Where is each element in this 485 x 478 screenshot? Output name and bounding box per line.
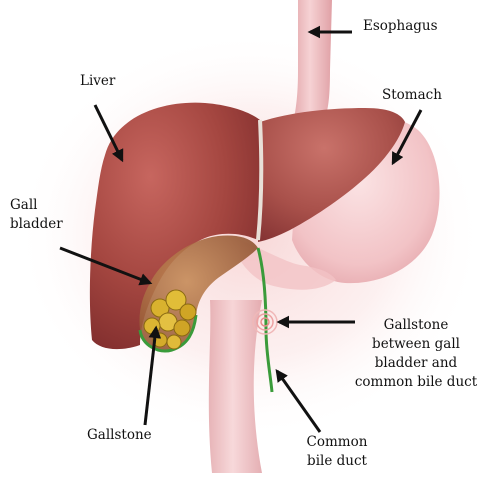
gallstone-between-label: Gallstone between gall bladder and commo… xyxy=(352,316,480,392)
common-bile-duct-line1: Common xyxy=(297,433,377,452)
esophagus-label-text: Esophagus xyxy=(363,17,438,36)
gallstone-label-text: Gallstone xyxy=(87,426,152,445)
common-bile-duct-label: Common bile duct xyxy=(297,433,377,471)
gallstone-label: Gallstone xyxy=(87,426,152,445)
esophagus-label: Esophagus xyxy=(363,17,438,36)
gall-bladder-label-line2: bladder xyxy=(10,215,63,234)
stomach-label: Stomach xyxy=(382,86,442,105)
gallstone-between-line3: bladder and xyxy=(352,354,480,373)
gallstone-between-line1: Gallstone xyxy=(352,316,480,335)
liver-label: Liver xyxy=(80,72,115,91)
esophagus-tube xyxy=(292,0,332,128)
gallstone-between-line4: common bile duct xyxy=(352,373,480,392)
common-bile-duct-line2: bile duct xyxy=(297,452,377,471)
stomach-label-text: Stomach xyxy=(382,86,442,105)
liver-label-text: Liver xyxy=(80,72,115,91)
gall-bladder-label-line1: Gall xyxy=(10,196,63,215)
gall-bladder-label: Gall bladder xyxy=(10,196,63,234)
gallstone-between-line2: between gall xyxy=(352,335,480,354)
